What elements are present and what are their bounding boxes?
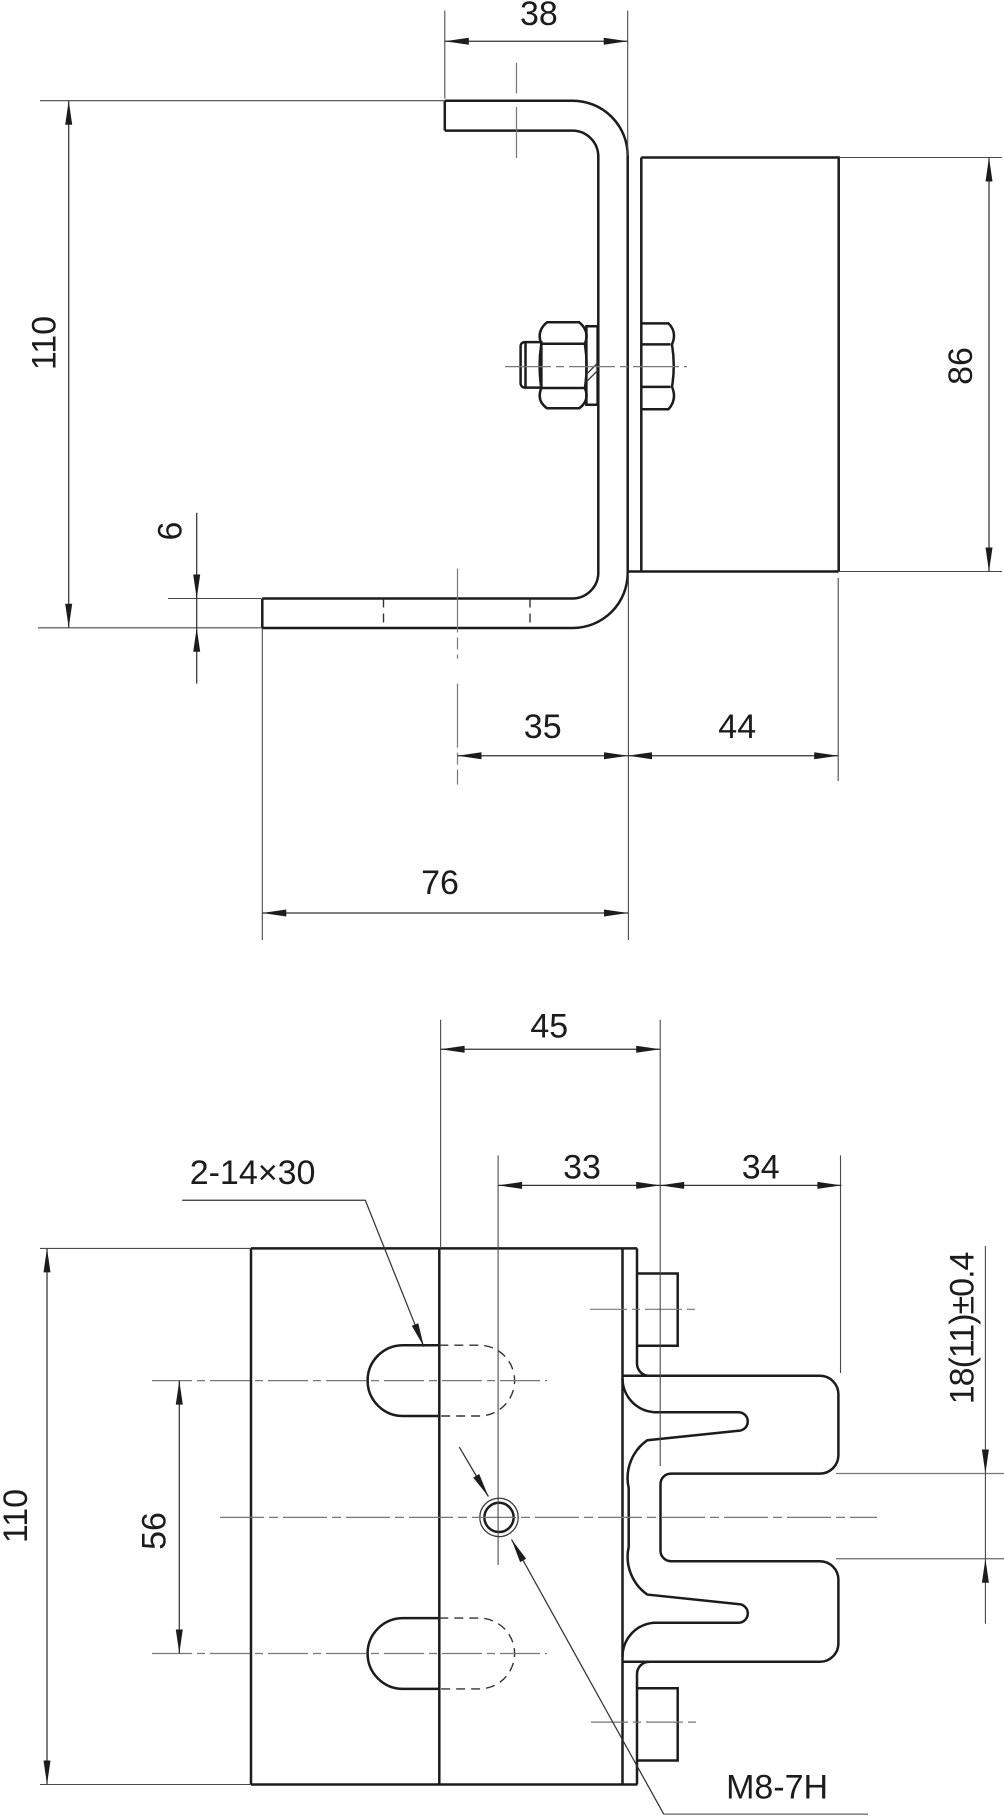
svg-text:18(11)±0.4: 18(11)±0.4: [944, 1252, 982, 1404]
svg-text:86: 86: [942, 347, 980, 385]
svg-text:38: 38: [520, 0, 558, 33]
svg-text:76: 76: [421, 864, 459, 902]
svg-text:56: 56: [135, 1512, 173, 1550]
svg-text:6: 6: [151, 522, 189, 541]
svg-text:44: 44: [718, 708, 756, 746]
svg-text:2-14×30: 2-14×30: [190, 1154, 316, 1192]
svg-text:45: 45: [530, 1008, 568, 1046]
svg-text:110: 110: [26, 316, 64, 370]
svg-text:110: 110: [0, 1489, 35, 1543]
svg-text:33: 33: [563, 1149, 601, 1187]
svg-text:34: 34: [742, 1149, 780, 1187]
svg-text:M8-7H: M8-7H: [726, 1768, 828, 1806]
svg-text:35: 35: [524, 708, 562, 746]
